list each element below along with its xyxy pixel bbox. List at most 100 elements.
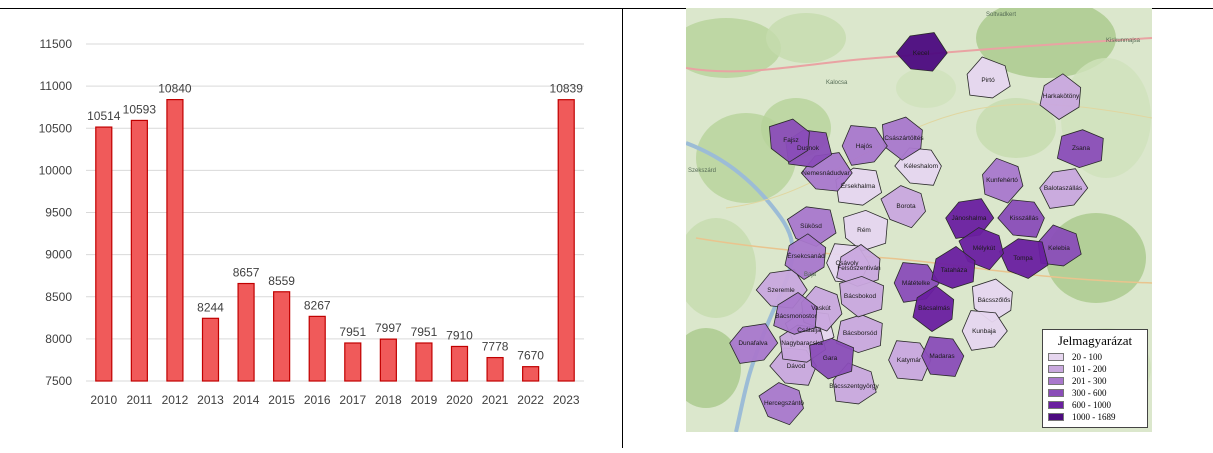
- bar: [95, 126, 113, 382]
- legend-label: 101 - 200: [1072, 364, 1107, 374]
- legend-label: 201 - 300: [1072, 376, 1107, 386]
- legend-swatch: [1048, 353, 1064, 361]
- x-tick-label: 2011: [126, 393, 152, 407]
- frame-divider: [622, 8, 623, 448]
- region-33: [921, 336, 965, 377]
- region-label: Nemesnádudvar: [802, 170, 851, 177]
- data-label: 7910: [446, 328, 473, 342]
- region-label: Csávoly: [835, 260, 859, 267]
- data-label: 7670: [517, 349, 544, 363]
- region-label: Gara: [823, 355, 838, 362]
- y-tick-label: 8500: [45, 290, 72, 304]
- legend-label: 1000 - 1689: [1072, 412, 1116, 422]
- main-road: [695, 237, 1152, 284]
- basemap-forest: [766, 13, 846, 63]
- legend-item: 1000 - 1689: [1048, 411, 1142, 423]
- region-label: Kelebia: [1048, 245, 1070, 252]
- bar: [522, 366, 540, 382]
- legend-swatch: [1048, 389, 1064, 397]
- bar: [557, 99, 575, 382]
- legend-swatch: [1048, 413, 1064, 421]
- region-label: Tataháza: [941, 267, 968, 274]
- region-label: Kunfehértó: [986, 177, 1018, 184]
- region-label: Érsekcsanád: [787, 251, 825, 260]
- region-label: Bácsszőlős: [978, 297, 1012, 304]
- x-tick-label: 2022: [517, 393, 544, 407]
- data-label: 8657: [233, 266, 260, 280]
- y-tick-label: 11000: [40, 79, 73, 93]
- basemap-forest: [976, 8, 1116, 78]
- region-label: Katymár: [897, 357, 922, 364]
- region-10: [880, 185, 926, 229]
- region-24: [729, 323, 779, 364]
- x-tick-label: 2010: [90, 393, 117, 407]
- region-label: Érsekhalma: [841, 181, 876, 190]
- region-21: [841, 125, 888, 166]
- region-label: Hajós: [856, 143, 873, 150]
- region-8: [1039, 73, 1082, 120]
- legend-item: 201 - 300: [1048, 375, 1142, 387]
- region-label: Pirtó: [981, 77, 995, 84]
- x-tick-label: 2012: [162, 393, 189, 407]
- bar: [273, 291, 291, 382]
- region-label: Bácsborsód: [843, 330, 878, 337]
- y-tick-label: 9500: [45, 206, 72, 220]
- map-svg: KéleshalomPirtóRémCsávolyÉrsekhalmaBácss…: [686, 8, 1152, 432]
- bar: [379, 338, 397, 382]
- motorway: [686, 37, 1152, 73]
- legend-item: 20 - 100: [1048, 351, 1142, 363]
- data-label: 10840: [158, 82, 192, 96]
- region-label: Kecel: [913, 50, 930, 57]
- data-label: 7951: [339, 325, 366, 339]
- region-1: [966, 56, 1011, 99]
- bar: [308, 315, 326, 382]
- region-label: Harkakötöny: [1043, 93, 1080, 100]
- basemap-forest: [896, 68, 956, 108]
- legend-label: 20 - 100: [1072, 352, 1102, 362]
- bar: [166, 99, 184, 382]
- region-30: [997, 199, 1045, 238]
- x-tick-label: 2013: [197, 393, 224, 407]
- y-tick-label: 8000: [45, 332, 72, 346]
- legend-swatch: [1048, 377, 1064, 385]
- bar: [237, 282, 255, 382]
- region-6: [961, 310, 1008, 351]
- region-label: Felsőszentiván: [837, 265, 881, 272]
- basemap-forest: [686, 328, 741, 408]
- bar-chart: 7500800085009000950010000105001100011500…: [39, 37, 584, 407]
- place-label: Kalocsa: [826, 80, 848, 86]
- y-tick-label: 10500: [39, 121, 73, 135]
- region-label: Nagybaracska: [781, 340, 823, 347]
- place-label: Baja: [804, 272, 817, 278]
- region-label: Balotaszállás: [1044, 185, 1083, 192]
- region-label: Zsana: [1072, 145, 1090, 152]
- basemap-forest: [686, 218, 756, 318]
- data-label: 8244: [197, 300, 224, 314]
- y-tick-label: 10000: [39, 163, 73, 177]
- region-label: Fajsz: [783, 137, 799, 144]
- x-tick-label: 2018: [375, 393, 402, 407]
- x-tick-label: 2021: [482, 393, 509, 407]
- x-tick-label: 2017: [339, 393, 366, 407]
- region-35: [768, 118, 810, 163]
- region-label: Csátalja: [797, 327, 821, 334]
- region-label: Kéleshalom: [904, 163, 938, 170]
- data-label: 10514: [87, 109, 121, 123]
- region-41: [931, 246, 976, 289]
- place-label: Kiskunmajsa: [1106, 38, 1141, 44]
- basemap-forest: [686, 18, 781, 78]
- region-25: [758, 382, 804, 426]
- region-label: Kisszállás: [1010, 215, 1040, 222]
- region-9: [1039, 168, 1089, 209]
- bar: [130, 119, 148, 382]
- region-label: Kunbaja: [972, 328, 996, 335]
- x-tick-label: 2015: [268, 393, 295, 407]
- region-29: [1056, 129, 1104, 169]
- region-label: Vaskút: [811, 305, 831, 312]
- region-label: Dusnok: [797, 145, 820, 152]
- y-tick-label: 11500: [40, 37, 73, 51]
- region-label: Bácsszentgyörgy: [829, 383, 879, 390]
